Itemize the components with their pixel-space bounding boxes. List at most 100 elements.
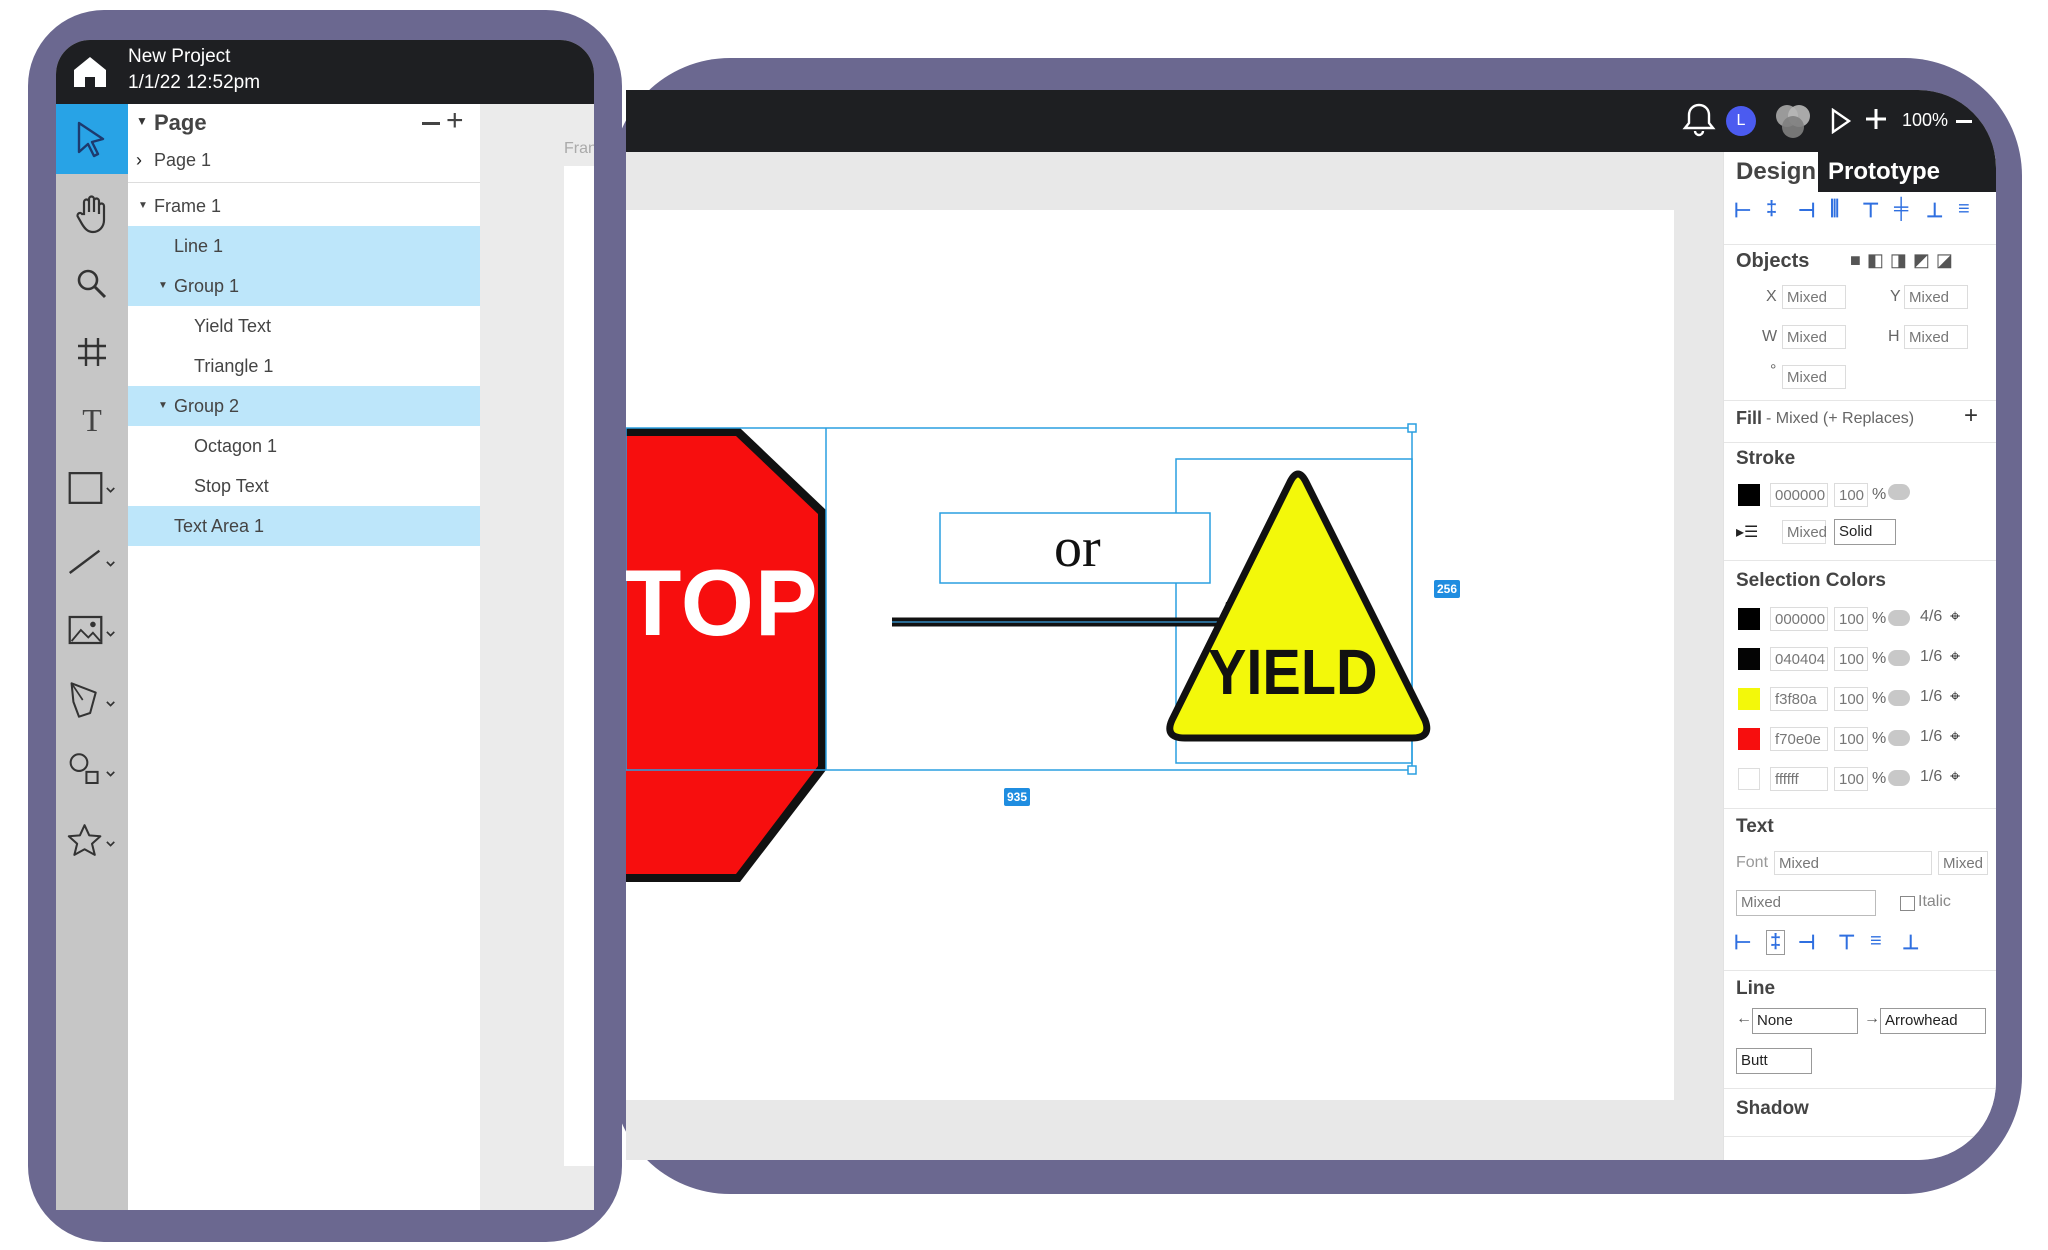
w-field[interactable]: Mixed — [1782, 325, 1846, 349]
palette-icon[interactable] — [1888, 650, 1910, 666]
align-right-icon[interactable]: ⊣ — [1798, 200, 1816, 222]
color-hex-field[interactable]: 000000 — [1770, 607, 1828, 631]
italic-checkbox[interactable] — [1900, 896, 1915, 911]
color-swatch[interactable] — [1738, 688, 1760, 710]
palette-icon[interactable] — [1888, 690, 1910, 706]
collaborators-icon[interactable] — [1770, 98, 1816, 149]
page-collapse-icon[interactable]: ▼ — [136, 114, 148, 128]
palette-icon[interactable] — [1888, 610, 1910, 626]
layer-row-text[interactable]: Stop Text — [128, 466, 480, 506]
align-left-icon[interactable]: ⊢ — [1734, 200, 1752, 222]
color-swatch[interactable] — [1738, 728, 1760, 750]
bell-icon[interactable] — [1682, 102, 1716, 143]
layer-row-octagon[interactable]: Octagon 1 — [128, 426, 480, 466]
text-valign-bottom-icon[interactable]: ⊥ — [1902, 932, 1920, 954]
boolean-ops-icon[interactable]: ■◧◨◩◪ — [1850, 250, 1959, 270]
canvas-artwork[interactable] — [626, 210, 1674, 1100]
text-align-left-icon[interactable]: ⊢ — [1734, 932, 1752, 954]
h-field[interactable]: Mixed — [1904, 325, 1968, 349]
color-hex-field[interactable]: 040404 — [1770, 647, 1828, 671]
line-end-select[interactable]: Arrowhead — [1880, 1008, 1986, 1034]
target-icon[interactable]: ⌖ — [1950, 686, 1961, 706]
add-fill-icon[interactable]: + — [1964, 402, 1979, 429]
align-center-h-icon[interactable]: ‡ — [1766, 198, 1778, 220]
stroke-width-field[interactable]: Mixed — [1782, 520, 1827, 544]
color-swatch[interactable] — [1738, 648, 1760, 670]
font-field[interactable]: Mixed — [1774, 851, 1932, 875]
tab-design[interactable]: Design — [1736, 158, 1817, 185]
add-page-icon[interactable]: + — [446, 104, 464, 137]
color-swatch[interactable] — [1738, 608, 1760, 630]
stroke-opacity-field[interactable]: 100 — [1834, 483, 1868, 507]
pen-tool-icon[interactable] — [66, 674, 118, 726]
color-hex-field[interactable]: ffffff — [1770, 767, 1828, 791]
page-item[interactable]: Page 1 — [154, 150, 212, 170]
line-cap-select[interactable]: Butt — [1736, 1048, 1812, 1074]
stroke-hex-field[interactable]: 000000 — [1770, 483, 1828, 507]
color-hex-field[interactable]: f3f80a — [1770, 687, 1828, 711]
hand-icon[interactable] — [66, 188, 118, 240]
text-align-right-icon[interactable]: ⊣ — [1798, 932, 1816, 954]
play-icon[interactable] — [1830, 107, 1852, 139]
y-field[interactable]: Mixed — [1904, 285, 1968, 309]
chevron-right-icon[interactable]: › — [136, 150, 142, 170]
remove-page-icon[interactable] — [422, 122, 440, 125]
rotation-field[interactable]: Mixed — [1782, 365, 1846, 389]
palette-icon[interactable] — [1888, 484, 1910, 500]
layer-row-text-area[interactable]: Text Area 1 — [128, 506, 480, 546]
shapes-tool-icon[interactable] — [66, 744, 118, 796]
image-tool-icon[interactable] — [66, 604, 118, 656]
zoom-level[interactable]: 100% — [1902, 110, 1949, 130]
target-icon[interactable]: ⌖ — [1950, 766, 1961, 786]
palette-icon[interactable] — [1888, 770, 1910, 786]
color-opacity-field[interactable]: 100 — [1834, 607, 1868, 631]
align-bottom-icon[interactable]: ⊥ — [1926, 200, 1944, 222]
color-opacity-field[interactable]: 100 — [1834, 727, 1868, 751]
align-center-v-icon[interactable]: ╪ — [1894, 198, 1909, 220]
stroke-percent: % — [1872, 486, 1887, 503]
stroke-style-select[interactable]: Solid — [1834, 519, 1896, 545]
layer-row-frame[interactable]: ▼ Frame 1 — [128, 186, 480, 226]
text-align-center-icon[interactable]: ‡ — [1766, 930, 1786, 955]
line-start-select[interactable]: None — [1752, 1008, 1858, 1034]
star-tool-icon[interactable] — [66, 814, 118, 866]
font-size-field[interactable]: Mixed — [1938, 851, 1988, 875]
color-hex-field[interactable]: f70e0e — [1770, 727, 1828, 751]
palette-icon[interactable] — [1888, 730, 1910, 746]
color-opacity-field[interactable]: 100 — [1834, 767, 1868, 791]
tab-prototype[interactable]: Prototype — [1828, 158, 1941, 185]
line-tool-icon[interactable] — [66, 534, 118, 586]
target-icon[interactable]: ⌖ — [1950, 646, 1961, 666]
select-tool[interactable] — [56, 104, 128, 174]
layer-row-text[interactable]: Yield Text — [128, 306, 480, 346]
zoom-out-icon[interactable] — [1956, 120, 1972, 123]
color-swatch[interactable] — [1738, 768, 1760, 790]
stroke-width-icon[interactable]: ▸☰ — [1736, 524, 1759, 541]
stroke-swatch[interactable] — [1738, 484, 1760, 506]
color-opacity-field[interactable]: 100 — [1834, 647, 1868, 671]
align-top-icon[interactable]: ⊤ — [1862, 200, 1880, 222]
layer-row-group[interactable]: ▼ Group 1 — [128, 266, 480, 306]
text-valign-middle-icon[interactable]: ≡ — [1870, 930, 1882, 952]
user-avatar[interactable]: L — [1726, 106, 1756, 136]
target-icon[interactable]: ⌖ — [1950, 726, 1961, 746]
add-icon[interactable] — [1863, 106, 1889, 137]
distribute-v-icon[interactable]: ≡ — [1958, 198, 1970, 220]
home-icon[interactable] — [68, 50, 112, 99]
target-icon[interactable]: ⌖ — [1950, 606, 1961, 626]
frame-tool-icon[interactable] — [66, 326, 118, 378]
layer-row-group[interactable]: ▼ Group 2 — [128, 386, 480, 426]
color-opacity-field[interactable]: 100 — [1834, 687, 1868, 711]
text-tool-icon[interactable]: T — [82, 401, 102, 438]
distribute-h-icon[interactable]: ⫼ — [1830, 198, 1840, 220]
zoom-icon[interactable] — [66, 258, 118, 310]
color-count: 1/6 — [1920, 768, 1943, 785]
layer-row-triangle[interactable]: Triangle 1 — [128, 346, 480, 386]
project-name: New Project — [128, 46, 231, 67]
rectangle-tool-icon[interactable] — [66, 462, 118, 514]
x-field[interactable]: Mixed — [1782, 285, 1846, 309]
text-valign-top-icon[interactable]: ⊤ — [1838, 932, 1856, 954]
layer-row-line[interactable]: Line 1 — [128, 226, 480, 266]
font-weight-select[interactable]: Mixed — [1736, 890, 1876, 916]
canvas-frame[interactable]: TOP or YIELD 256 935 — [626, 210, 1674, 1100]
